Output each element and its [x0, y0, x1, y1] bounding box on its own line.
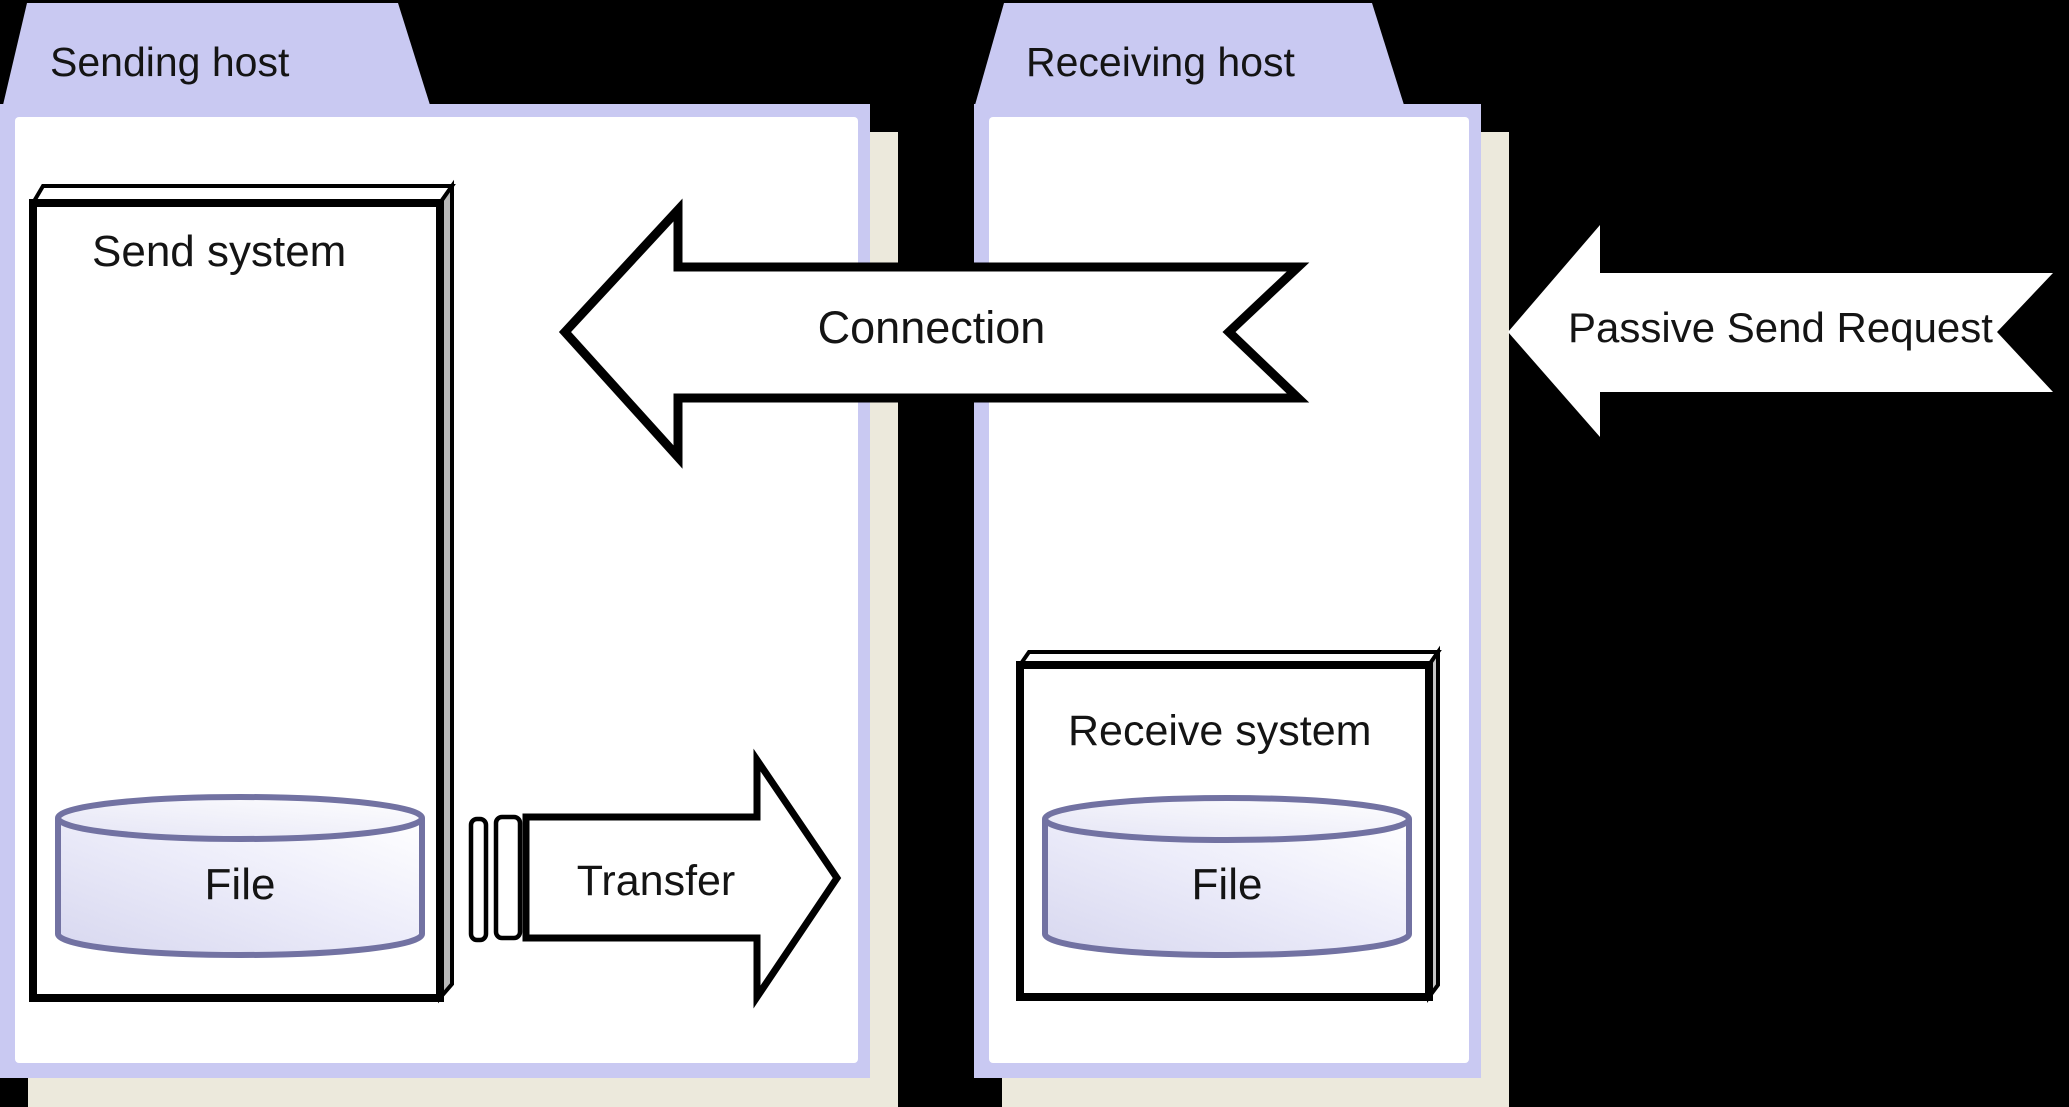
- sending-host-tab: [3, 3, 430, 105]
- receiving-host-tab: [975, 3, 1404, 105]
- connection-arrow-label: Connection: [817, 302, 1046, 353]
- passive-send-request-label: Passive Send Request: [1568, 304, 1993, 351]
- transfer-arrow-label: Transfer: [576, 857, 736, 905]
- file-cylinder-receive-top: [1042, 795, 1412, 843]
- sending-host-label: Sending host: [50, 39, 290, 85]
- file-cylinder-send: [55, 794, 425, 958]
- connection-arrow: [558, 198, 1310, 469]
- file-cylinder-receive: [1042, 795, 1412, 958]
- file-send-label: File: [204, 860, 276, 909]
- file-cylinder-receive-body: [1042, 819, 1412, 958]
- transfer-bar-2: [493, 814, 523, 941]
- receiving-host-label: Receiving host: [1026, 39, 1295, 85]
- file-cylinder-send-top: [55, 794, 425, 842]
- send-system-label: Send system: [92, 227, 347, 276]
- receive-system-label: Receive system: [1068, 707, 1372, 755]
- file-receive-label: File: [1191, 860, 1263, 909]
- file-cylinder-send-body: [55, 818, 425, 958]
- passive-send-request-arrow: [1508, 225, 2053, 437]
- transfer-arrow: [522, 748, 842, 1009]
- transfer-bar-1: [468, 816, 489, 943]
